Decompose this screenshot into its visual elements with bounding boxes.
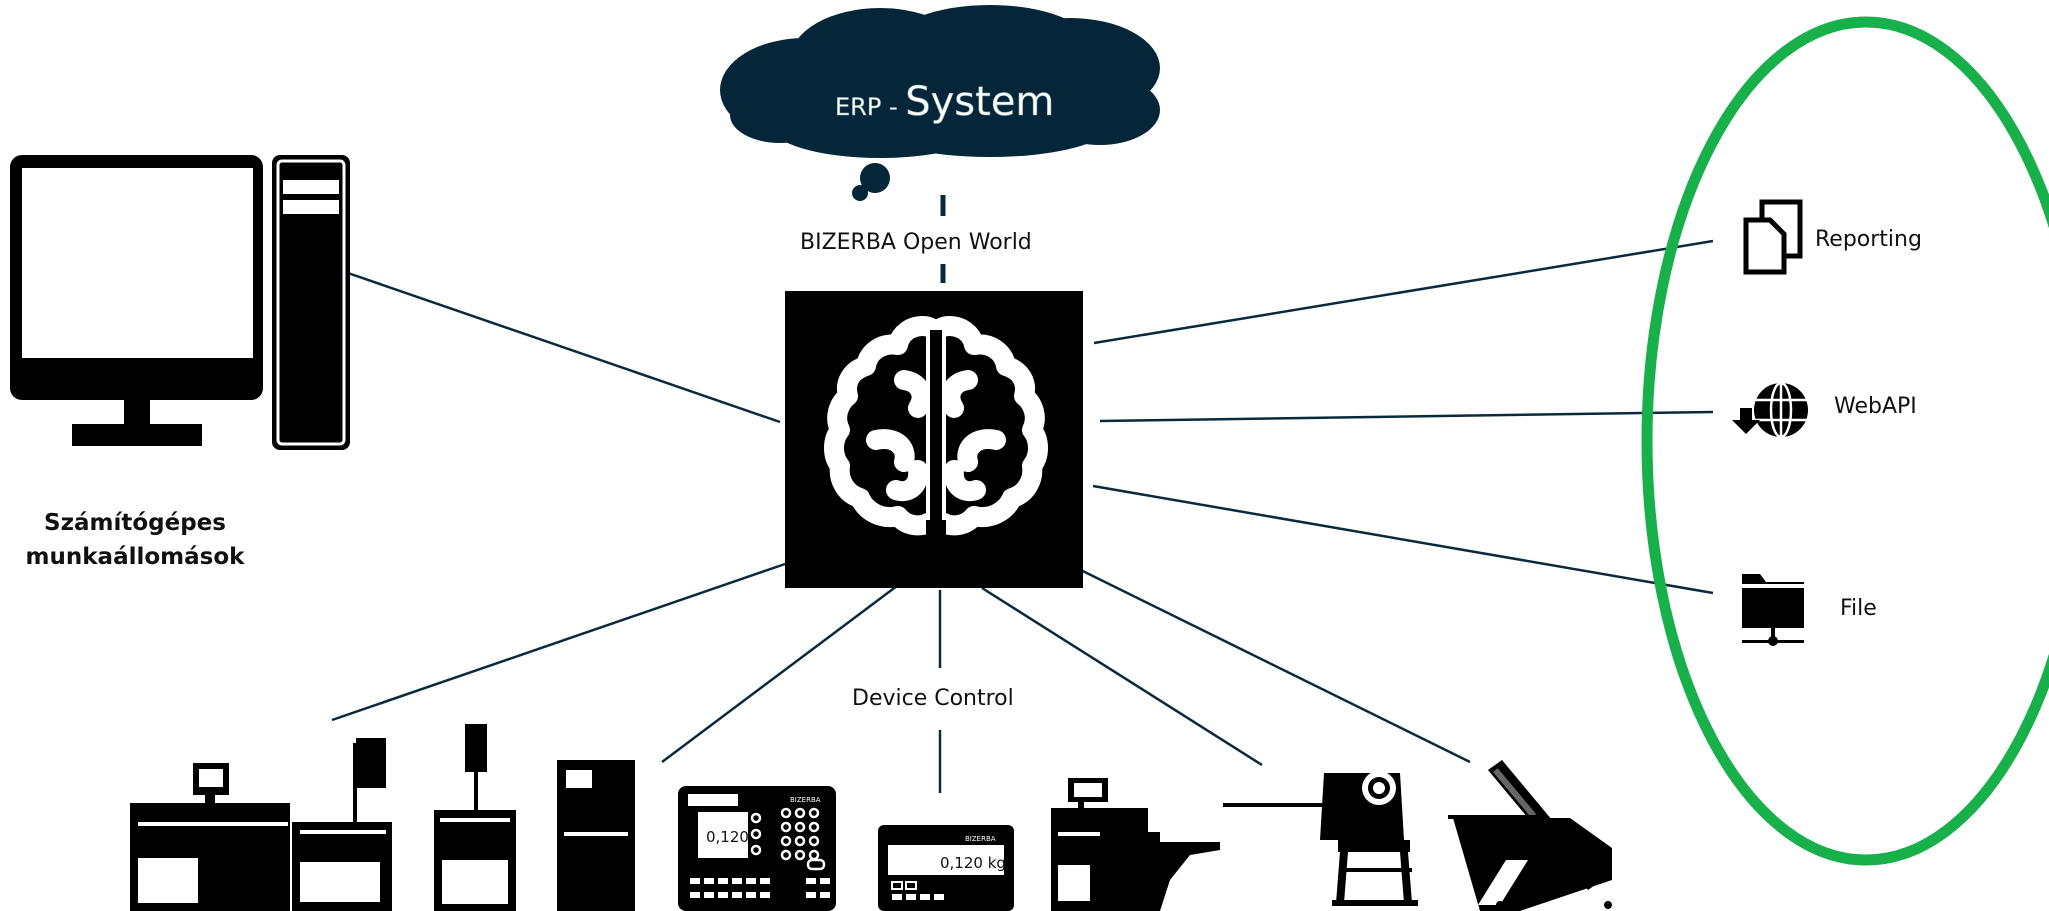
compact-scale-brand: BIZERBA [965,835,996,843]
erp-prefix: ERP - [835,93,905,121]
reporting-label: Reporting [1815,227,1922,252]
webapi-label: WebAPI [1834,394,1917,419]
erp-word: System [905,79,1054,125]
bizerba-open-world-label: BIZERBA Open World [800,230,1032,255]
price-labeler-icon [434,724,516,911]
bread-slicer-icon [1448,760,1612,911]
counter-scale-brand: BIZERBA [790,796,821,804]
link-counter-scale [661,584,898,764]
wrapping-machine-icon [1051,778,1220,911]
computer-workstation-icon [10,155,350,450]
checkout-system-icon [130,738,392,911]
file-label: File [1840,596,1877,621]
reporting-icon [1743,199,1803,275]
bizerba-brain-hub [785,291,1083,588]
link-file [1092,484,1714,595]
workstation-label-line2: munkaállomások [25,544,245,570]
link-checkout [331,562,786,722]
file-folder-icon [1742,574,1804,646]
device-control-label: Device Control [852,686,1014,711]
external-interfaces-ellipse [1641,16,2049,866]
slicer-icon [1223,771,1418,906]
erp-cloud [720,5,1160,201]
webapi-globe-icon [1732,381,1808,439]
workstation-label-line1: Számítógépes [44,510,226,536]
counter-scale-display: 0,120 [706,828,749,846]
counter-scale-icon: 0,120 BIZERBA [678,786,836,911]
compact-scale-icon: 0,120 kg BIZERBA [878,825,1014,911]
link-webapi [1099,410,1714,423]
link-reporting [1093,239,1714,345]
erp-label: ERP - System [835,79,1054,125]
link-workstation [344,270,781,424]
workstation-label: Számítógépes munkaállomások [20,506,250,574]
link-wrapper [981,586,1263,767]
kiosk-icon [557,760,635,911]
compact-scale-display: 0,120 kg [940,854,1006,872]
link-slicer [1029,543,1471,764]
connection-lines [331,195,1714,793]
